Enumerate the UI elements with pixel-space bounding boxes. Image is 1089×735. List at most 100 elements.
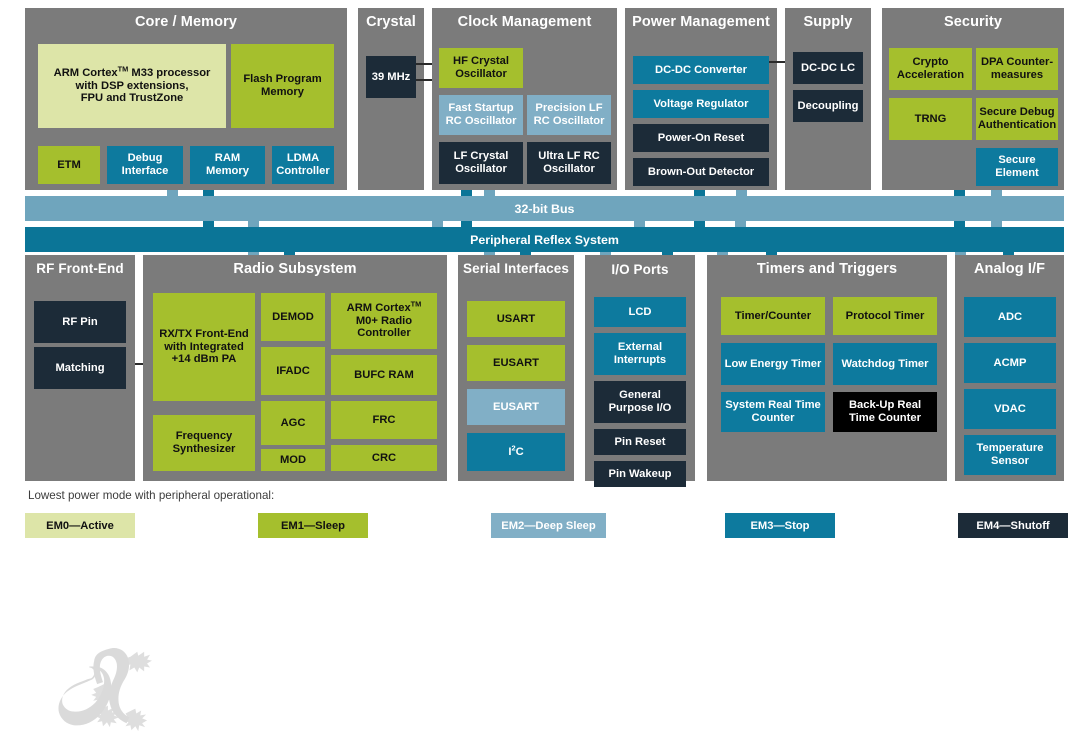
panel-title-serial-interfaces: Serial Interfaces	[462, 261, 569, 276]
block-pin-reset[interactable]: Pin Reset	[594, 429, 686, 455]
gecko-logo	[58, 648, 152, 732]
rxtx-line-2: with Integrated	[164, 340, 244, 353]
block-eusart-em1[interactable]: EUSART	[467, 345, 565, 381]
panel-core-memory: Core / Memory ARM CortexTM M33 processor…	[25, 8, 347, 190]
panel-rf-front-end: RF Front-End RF Pin Matching	[25, 255, 152, 732]
wire-crystal-hfxo-top	[416, 63, 438, 65]
block-adc[interactable]: ADC	[964, 297, 1056, 337]
i2c-superscript: 2	[511, 442, 516, 452]
block-mod[interactable]: MOD	[261, 449, 325, 471]
block-demod[interactable]: DEMOD	[261, 293, 325, 341]
block-frc[interactable]: FRC	[331, 401, 437, 439]
legend-item-em2[interactable]: EM2—Deep Sleep	[491, 513, 606, 538]
block-protocol-timer[interactable]: Protocol Timer	[833, 297, 937, 335]
block-usart[interactable]: USART	[467, 301, 565, 337]
block-timer-counter[interactable]: Timer/Counter	[721, 297, 825, 335]
cpu-line-2: with DSP extensions,	[75, 79, 189, 92]
panel-analog-if: Analog I/F ADC ACMP VDAC Temperature Sen…	[955, 255, 1064, 481]
panel-title-power-management: Power Management	[632, 14, 770, 30]
panel-io-ports: I/O Ports LCD External Interrupts Genera…	[585, 255, 695, 487]
bus-stub-down-2	[284, 243, 295, 262]
block-watchdog-timer[interactable]: Watchdog Timer	[833, 343, 937, 385]
panel-title-rf-front-end: RF Front-End	[36, 261, 124, 276]
block-fast-startup-rc-oscillator[interactable]: Fast Startup RC Oscillator	[439, 95, 523, 135]
block-precision-lf-rc-oscillator[interactable]: Precision LF RC Oscillator	[527, 95, 611, 135]
cpu-line-3: FPU and TrustZone	[80, 92, 184, 105]
block-trng[interactable]: TRNG	[889, 98, 972, 140]
panel-title-security: Security	[943, 14, 1003, 30]
block-backup-real-time-counter[interactable]: Back-Up Real Time Counter	[833, 392, 937, 432]
block-agc[interactable]: AGC	[261, 401, 325, 445]
trademark-symbol: TM	[410, 299, 422, 309]
panel-security: Security Crypto Acceleration DPA Counter…	[882, 8, 1064, 190]
legend-item-em3[interactable]: EM3—Stop	[725, 513, 835, 538]
trademark-symbol: TM	[117, 64, 129, 74]
m0-line-3: Controller	[357, 327, 411, 340]
block-acmp[interactable]: ACMP	[964, 343, 1056, 383]
bus-pip-3	[991, 221, 1002, 229]
panel-title-clock-management: Clock Management	[457, 14, 592, 30]
block-hf-crystal-oscillator[interactable]: HF Crystal Oscillator	[439, 48, 523, 88]
panel-crystal: Crystal 39 MHz	[358, 8, 424, 190]
block-brown-out-detector[interactable]: Brown-Out Detector	[633, 158, 769, 186]
panel-power-management: Power Management DC-DC Converter Voltage…	[625, 8, 777, 190]
bus-32bit: 32-bit Bus	[25, 196, 1064, 221]
block-arm-cortex-m33[interactable]: ARM CortexTM M33 processor with DSP exte…	[38, 44, 226, 128]
block-voltage-regulator[interactable]: Voltage Regulator	[633, 90, 769, 118]
block-rx-tx-front-end[interactable]: RX/TX Front-End with Integrated +14 dBm …	[153, 293, 255, 401]
block-pin-wakeup[interactable]: Pin Wakeup	[594, 461, 686, 487]
block-lf-crystal-oscillator[interactable]: LF Crystal Oscillator	[439, 142, 523, 184]
block-ifadc[interactable]: IFADC	[261, 347, 325, 395]
block-temperature-sensor[interactable]: Temperature Sensor	[964, 435, 1056, 475]
legend-item-em4[interactable]: EM4—Shutoff	[958, 513, 1068, 538]
panel-title-core-memory: Core / Memory	[134, 14, 238, 30]
block-rf-pin[interactable]: RF Pin	[34, 301, 126, 343]
panel-supply: Supply DC-DC LC Decoupling	[785, 8, 871, 190]
panel-serial-interfaces: Serial Interfaces USART EUSART EUSART I2…	[458, 255, 574, 481]
block-power-on-reset[interactable]: Power-On Reset	[633, 124, 769, 152]
block-ldma-controller[interactable]: LDMA Controller	[272, 146, 334, 184]
panel-clock-management: Clock Management HF Crystal Oscillator F…	[432, 8, 617, 190]
cpu-line-1: ARM CortexTM M33 processor	[53, 64, 211, 80]
i2c-label: I2C	[508, 442, 524, 458]
block-vdac[interactable]: VDAC	[964, 389, 1056, 429]
bus-pip-4	[634, 221, 645, 229]
block-secure-debug-authentication[interactable]: Secure Debug Authentication	[976, 98, 1058, 140]
block-i2c[interactable]: I2C	[467, 433, 565, 471]
block-ultra-lf-rc-oscillator[interactable]: Ultra LF RC Oscillator	[527, 142, 611, 184]
block-dc-dc-converter[interactable]: DC-DC Converter	[633, 56, 769, 84]
block-bufc-ram[interactable]: BUFC RAM	[331, 355, 437, 395]
block-eusart-em2[interactable]: EUSART	[467, 389, 565, 425]
block-dpa-countermeasures[interactable]: DPA Counter-measures	[976, 48, 1058, 90]
block-secure-element[interactable]: Secure Element	[976, 148, 1058, 186]
block-decoupling[interactable]: Decoupling	[793, 90, 863, 122]
panel-timers-and-triggers: Timers and Triggers Timer/Counter Protoc…	[707, 255, 947, 481]
block-matching[interactable]: Matching	[34, 347, 126, 389]
block-external-interrupts[interactable]: External Interrupts	[594, 333, 686, 375]
panel-title-supply: Supply	[803, 14, 853, 30]
wire-crystal-hfxo-bottom	[416, 79, 438, 81]
legend-item-em0[interactable]: EM0—Active	[25, 513, 135, 538]
block-arm-cortex-m0-radio-controller[interactable]: ARM CortexTM M0+ Radio Controller	[331, 293, 437, 349]
block-frequency-synthesizer[interactable]: Frequency Synthesizer	[153, 415, 255, 471]
block-lcd[interactable]: LCD	[594, 297, 686, 327]
block-dc-dc-lc[interactable]: DC-DC LC	[793, 52, 863, 84]
bus-pip-1	[248, 221, 259, 229]
block-low-energy-timer[interactable]: Low Energy Timer	[721, 343, 825, 385]
block-crc[interactable]: CRC	[331, 445, 437, 471]
block-crypto-acceleration[interactable]: Crypto Acceleration	[889, 48, 972, 90]
legend-note: Lowest power mode with peripheral operat…	[28, 489, 275, 502]
block-ram-memory[interactable]: RAM Memory	[190, 146, 265, 184]
block-39mhz-crystal[interactable]: 39 MHz	[366, 56, 416, 98]
block-general-purpose-io[interactable]: General Purpose I/O	[594, 381, 686, 423]
block-flash-program-memory[interactable]: Flash Program Memory	[231, 44, 334, 128]
rxtx-line-3: +14 dBm PA	[171, 353, 237, 366]
block-system-real-time-counter[interactable]: System Real Time Counter	[721, 392, 825, 432]
block-debug-interface[interactable]: Debug Interface	[107, 146, 183, 184]
legend-item-em1[interactable]: EM1—Sleep	[258, 513, 368, 538]
block-etm[interactable]: ETM	[38, 146, 100, 184]
m0-line-1: ARM CortexTM	[346, 299, 422, 315]
bus-pip-2	[735, 221, 746, 229]
panel-title-crystal: Crystal	[366, 14, 416, 30]
m0-line-2: M0+ Radio	[355, 314, 413, 327]
